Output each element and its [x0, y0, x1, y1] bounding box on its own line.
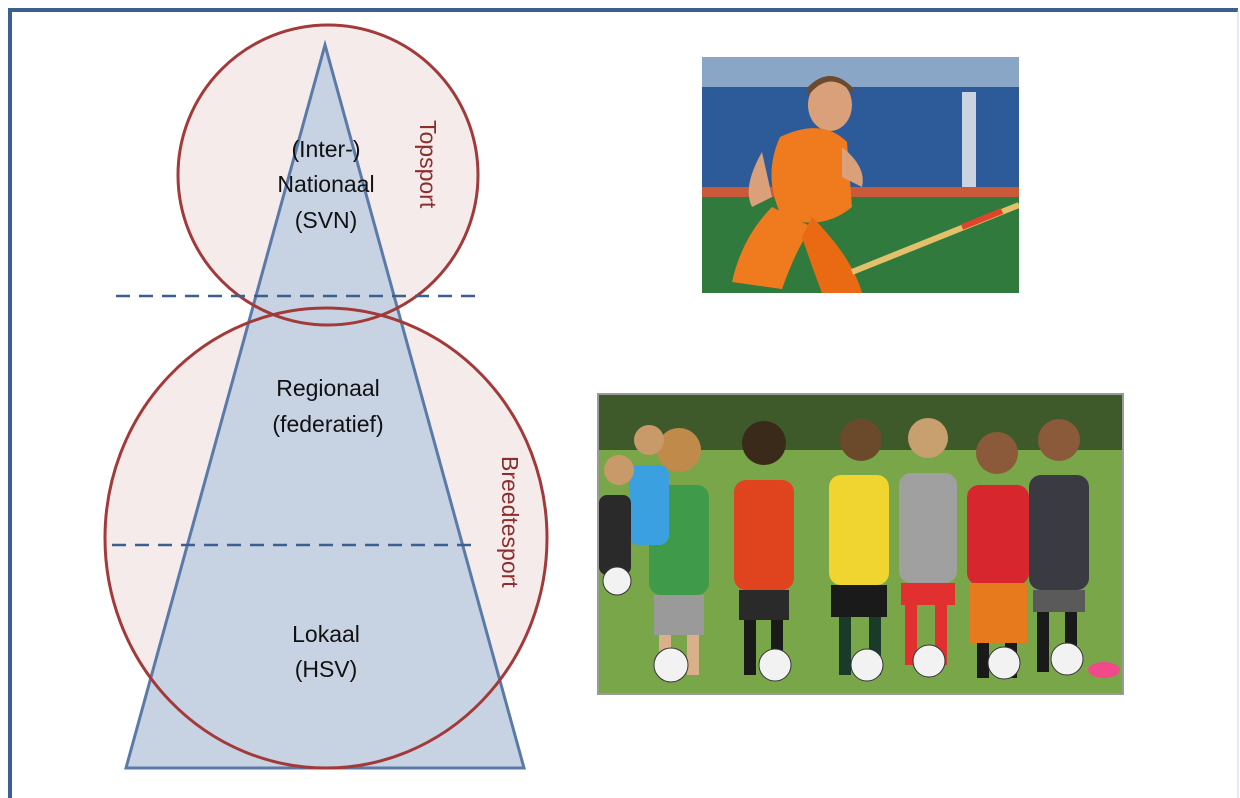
level-local-line1: Lokaal — [292, 621, 360, 647]
breedtesport-circle-outline — [103, 306, 549, 770]
topsport-label: Topsport — [415, 120, 441, 209]
field-hockey-player-celebrating-photo — [702, 57, 1019, 293]
breedtesport-label: Breedtesport — [497, 456, 523, 588]
youth-soccer-team-photo — [597, 393, 1124, 695]
level-national-line3: (SVN) — [295, 207, 358, 233]
level-regional-line1: Regionaal — [276, 375, 380, 401]
level-local-line2: (HSV) — [295, 656, 358, 682]
topsport-circle-outline — [176, 23, 480, 327]
level-national-line2: Nationaal — [277, 171, 374, 197]
level-regional-line2: (federatief) — [272, 411, 383, 437]
level-national-line1: (Inter-) — [292, 136, 361, 162]
slide-frame — [8, 8, 1238, 798]
